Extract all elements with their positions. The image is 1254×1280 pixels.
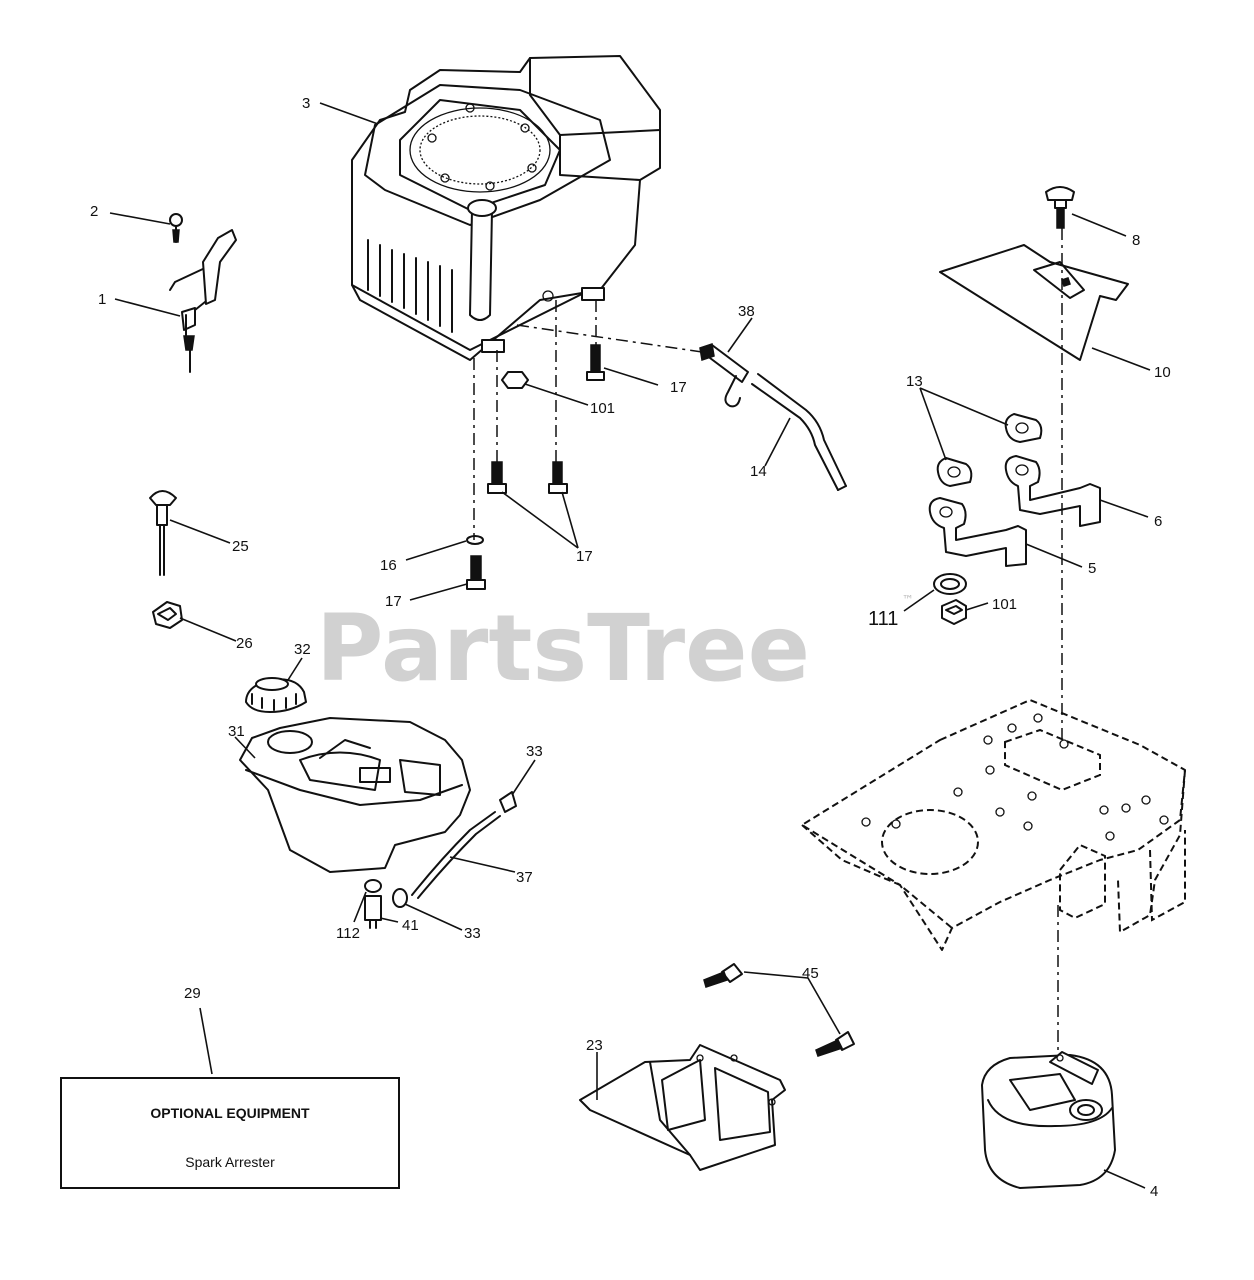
callout-25: 25 (232, 538, 249, 555)
callout-1: 1 (98, 291, 106, 308)
shutoff-valve-part-41[interactable] (364, 895, 382, 929)
callout-41: 41 (402, 917, 419, 934)
watermark-text: PartsTree (316, 595, 810, 702)
callout-38: 38 (738, 303, 755, 320)
gasket-part-13-upper[interactable] (1004, 413, 1043, 443)
engine-part-3[interactable] (351, 55, 661, 361)
callout-111: 111 (868, 608, 898, 630)
watermark-trademark: ™ (902, 593, 914, 607)
fuel-tank-part-31[interactable] (239, 717, 471, 873)
callout-13: 13 (906, 373, 923, 390)
ring-part-111[interactable] (933, 573, 967, 595)
exhaust-pipe-part-5[interactable] (928, 497, 1027, 567)
fuel-filter-part-38[interactable] (699, 343, 749, 408)
callout-17-top: 17 (670, 379, 687, 396)
chassis-frame (801, 699, 1186, 951)
callout-5: 5 (1088, 560, 1096, 577)
callout-14: 14 (750, 463, 767, 480)
callout-10: 10 (1154, 364, 1171, 381)
fuel-hose-part-14[interactable] (751, 373, 847, 491)
exhaust-pipe-part-6[interactable] (1004, 455, 1101, 527)
muffler-part-4[interactable] (981, 1051, 1116, 1189)
nut-part-26[interactable] (152, 601, 183, 629)
fuel-line-part-37[interactable] (411, 811, 501, 899)
callout-2: 2 (90, 203, 98, 220)
callout-112: 112 (336, 925, 360, 942)
dipstick-part-25[interactable] (149, 490, 177, 576)
callout-17-bottom: 17 (385, 593, 402, 610)
nut-part-101-right[interactable] (941, 599, 967, 625)
optional-equipment-title: OPTIONAL EQUIPMENT (150, 1105, 310, 1121)
bolt-part-17-left[interactable] (487, 461, 507, 494)
callout-45: 45 (802, 965, 819, 982)
callout-4: 4 (1150, 1183, 1158, 1200)
screw-part-45-lower[interactable] (815, 1031, 855, 1057)
fuel-cap-part-32[interactable] (245, 677, 307, 713)
callout-17-middle: 17 (576, 548, 593, 565)
nut-part-101-top[interactable] (501, 371, 529, 389)
callout-6: 6 (1154, 513, 1162, 530)
bracket-part-23[interactable] (579, 1044, 786, 1171)
gasket-part-13-lower[interactable] (936, 457, 973, 487)
callout-29: 29 (184, 985, 201, 1002)
throttle-control-part-1[interactable] (169, 229, 237, 373)
screw-part-2[interactable] (169, 213, 183, 243)
heat-shield-part-10[interactable] (939, 244, 1129, 361)
clamp-part-33-bottom[interactable] (392, 888, 408, 908)
optional-equipment-box: OPTIONAL EQUIPMENT Spark Arrester (60, 1077, 400, 1189)
callout-26: 26 (236, 635, 253, 652)
bolt-part-17-bottom[interactable] (466, 555, 486, 590)
callout-101-top: 101 (590, 400, 615, 417)
knob-part-8[interactable] (1045, 186, 1075, 229)
callout-3: 3 (302, 95, 310, 112)
callout-31: 31 (228, 723, 245, 740)
callout-101-right: 101 (992, 596, 1017, 613)
screw-part-45-upper[interactable] (703, 963, 743, 988)
callout-33-top: 33 (526, 743, 543, 760)
callout-23: 23 (586, 1037, 603, 1054)
grommet-part-112[interactable] (364, 879, 382, 893)
clamp-part-33-top[interactable] (499, 791, 517, 813)
callout-37: 37 (516, 869, 533, 886)
assembly-lines (473, 228, 1063, 1055)
callout-33-bottom: 33 (464, 925, 481, 942)
callout-16: 16 (380, 557, 397, 574)
optional-equipment-item: Spark Arrester (185, 1154, 275, 1170)
bolt-part-17-right[interactable] (548, 461, 568, 494)
bolt-part-17-top[interactable] (586, 344, 605, 381)
leader-lines (109, 102, 1151, 1189)
washer-part-16[interactable] (466, 535, 484, 545)
callouts: 3 2 1 8 10 38 17 101 13 14 6 5 25 17 16 … (90, 95, 1171, 1200)
callout-32: 32 (294, 641, 311, 658)
callout-8: 8 (1132, 232, 1140, 249)
